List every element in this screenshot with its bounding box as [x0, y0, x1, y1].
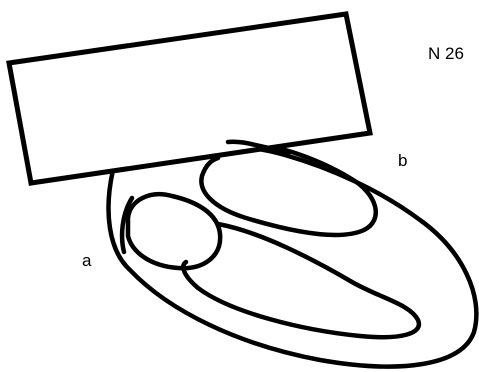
- top-box: [9, 14, 370, 183]
- outer-loop: [109, 146, 477, 367]
- label-corner: N 26: [428, 44, 464, 63]
- label-a: a: [82, 251, 92, 270]
- round-blob: [128, 194, 220, 268]
- label-b: b: [398, 151, 407, 170]
